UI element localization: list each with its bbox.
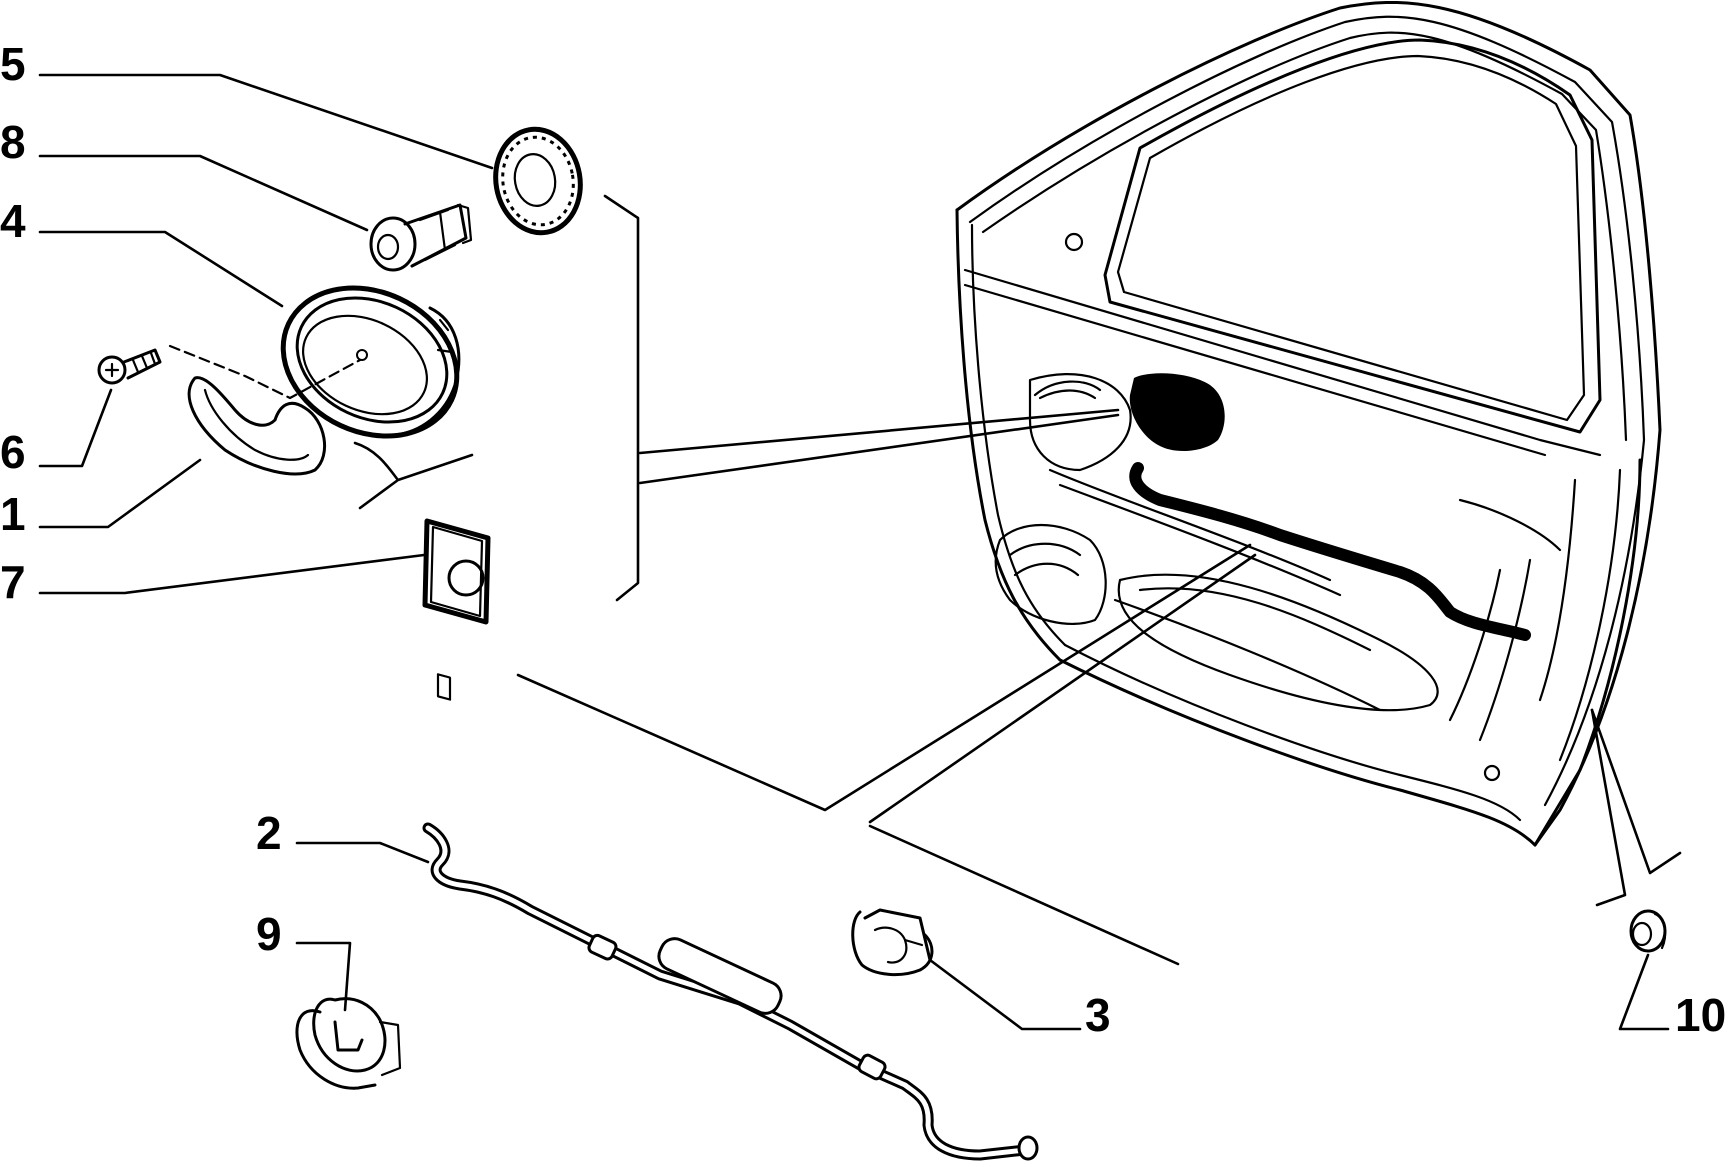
label-part-1: 1 (0, 488, 26, 540)
label-part-7: 7 (0, 556, 26, 608)
part-9-grommet (295, 997, 402, 1090)
callout-labels: 5 8 4 6 1 7 2 9 3 10 (0, 38, 1726, 1041)
part-1-gasket (187, 376, 327, 476)
label-part-2: 2 (256, 807, 282, 859)
part-5-washer (493, 126, 583, 236)
part-2-wiring-harness (422, 822, 1039, 1161)
label-part-6: 6 (0, 426, 26, 478)
label-part-5: 5 (0, 38, 26, 90)
part-8-clip (369, 203, 473, 272)
part-3-clip (851, 908, 934, 977)
label-part-9: 9 (256, 908, 282, 960)
callout-leaders (38, 73, 1670, 1031)
label-part-4: 4 (0, 195, 26, 247)
part-4-speaker (280, 285, 461, 439)
car-door (955, 0, 1662, 847)
label-part-3: 3 (1085, 989, 1111, 1041)
door-wiring-harness (1129, 462, 1531, 641)
part-6-screw (97, 344, 362, 400)
door-speaker-opening (1129, 373, 1225, 452)
leader-mark-speaker (353, 441, 474, 510)
part-10-cap (1629, 909, 1667, 953)
label-part-8: 8 (0, 116, 26, 168)
part-7-switch-plate (422, 518, 491, 701)
bracket-lines (516, 194, 1682, 966)
label-part-10: 10 (1675, 989, 1726, 1041)
